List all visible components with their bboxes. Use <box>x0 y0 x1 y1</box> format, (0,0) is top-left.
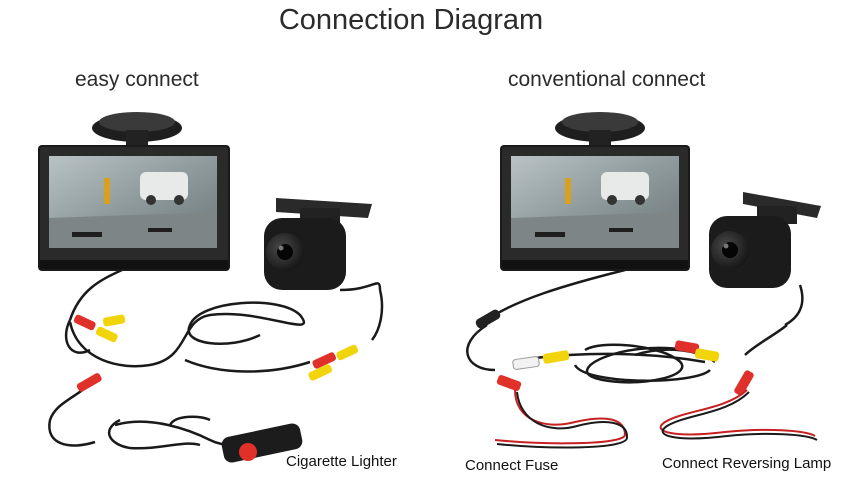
rca-connectors <box>73 314 359 393</box>
suction-cup <box>92 112 182 150</box>
monitor <box>38 145 230 271</box>
diagram-title: Connection Diagram <box>0 4 822 37</box>
conventional-connect-label: conventional connect <box>508 68 705 92</box>
easy-connect-label: easy connect <box>75 68 199 92</box>
conventional-connect-panel <box>425 100 850 490</box>
easy-connect-illustration <box>0 100 425 490</box>
suction-cup <box>555 112 645 150</box>
conventional-connect-illustration <box>425 100 850 490</box>
connect-reversing-lamp-caption: Connect Reversing Lamp <box>662 455 831 472</box>
connect-fuse-caption: Connect Fuse <box>465 457 558 474</box>
cigarette-lighter-caption: Cigarette Lighter <box>286 453 397 470</box>
rca-connectors <box>474 308 755 397</box>
backup-camera <box>709 192 821 288</box>
power-wires <box>495 390 817 448</box>
monitor <box>500 145 690 271</box>
easy-connect-panel <box>0 100 425 490</box>
backup-camera <box>264 198 372 290</box>
